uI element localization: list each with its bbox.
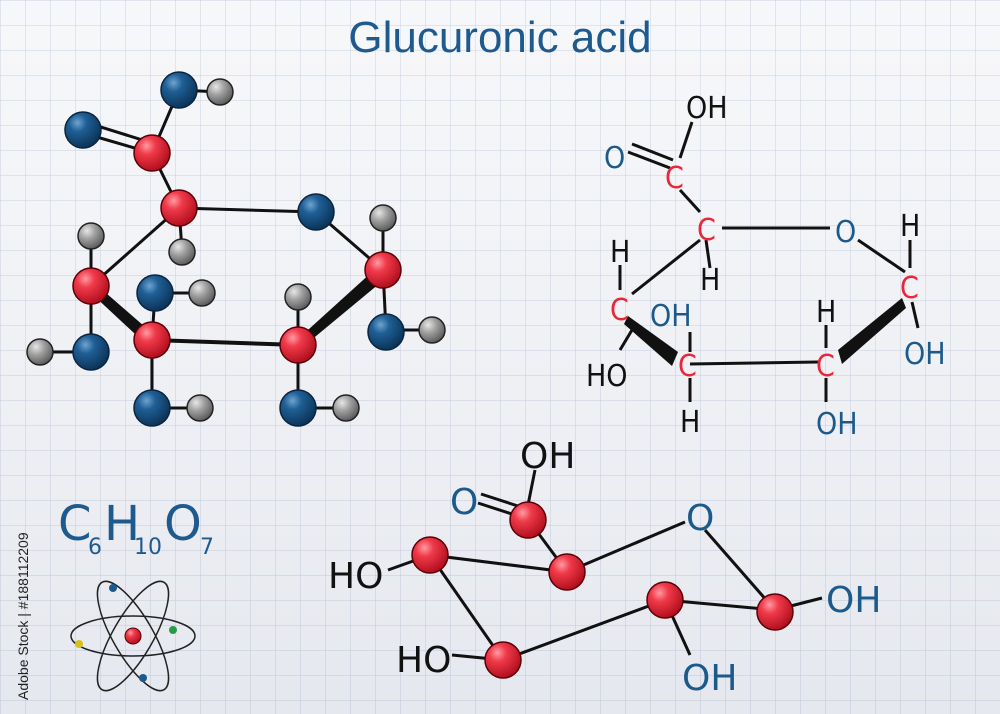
svg-text:7: 7	[200, 535, 214, 560]
svg-text:H: H	[816, 295, 836, 330]
svg-text:H: H	[700, 263, 720, 298]
svg-text:OH: OH	[904, 337, 946, 372]
svg-text:O: O	[164, 496, 202, 552]
svg-text:C: C	[58, 496, 92, 552]
svg-text:H: H	[680, 405, 700, 440]
svg-text:O: O	[686, 498, 714, 539]
svg-text:O: O	[450, 482, 478, 523]
svg-text:OH: OH	[686, 91, 728, 126]
svg-text:10: 10	[134, 535, 162, 560]
page-title: Glucuronic acid	[348, 13, 651, 62]
svg-text:OH: OH	[826, 580, 881, 621]
stock-watermark: Adobe Stock | #188112209	[15, 532, 31, 700]
svg-text:OH: OH	[520, 436, 575, 477]
svg-text:C: C	[610, 293, 629, 328]
atom-icon	[70, 580, 196, 692]
svg-text:H: H	[610, 235, 630, 270]
skeletal-formula: OH O C C H O H C OH H C HO OH C H H C OH	[586, 91, 946, 442]
molecular-formula: C 6 H 10 O 7	[58, 496, 214, 560]
svg-text:HO: HO	[586, 359, 628, 394]
svg-text:C: C	[678, 349, 697, 384]
svg-text:C: C	[665, 161, 684, 196]
svg-text:H: H	[900, 209, 920, 244]
atoms	[26, 71, 446, 427]
svg-text:C: C	[816, 349, 835, 384]
svg-text:OH: OH	[650, 299, 692, 334]
svg-text:C: C	[900, 271, 919, 306]
chair-conformation: OH O O HO HO OH OH	[328, 436, 881, 699]
svg-text:O: O	[835, 215, 856, 250]
svg-text:OH: OH	[682, 658, 737, 699]
svg-text:H: H	[104, 496, 140, 552]
svg-text:6: 6	[88, 535, 102, 560]
svg-text:OH: OH	[816, 407, 858, 442]
svg-text:C: C	[697, 213, 716, 248]
svg-text:HO: HO	[328, 556, 383, 597]
svg-text:HO: HO	[396, 640, 451, 681]
svg-text:O: O	[604, 141, 625, 176]
